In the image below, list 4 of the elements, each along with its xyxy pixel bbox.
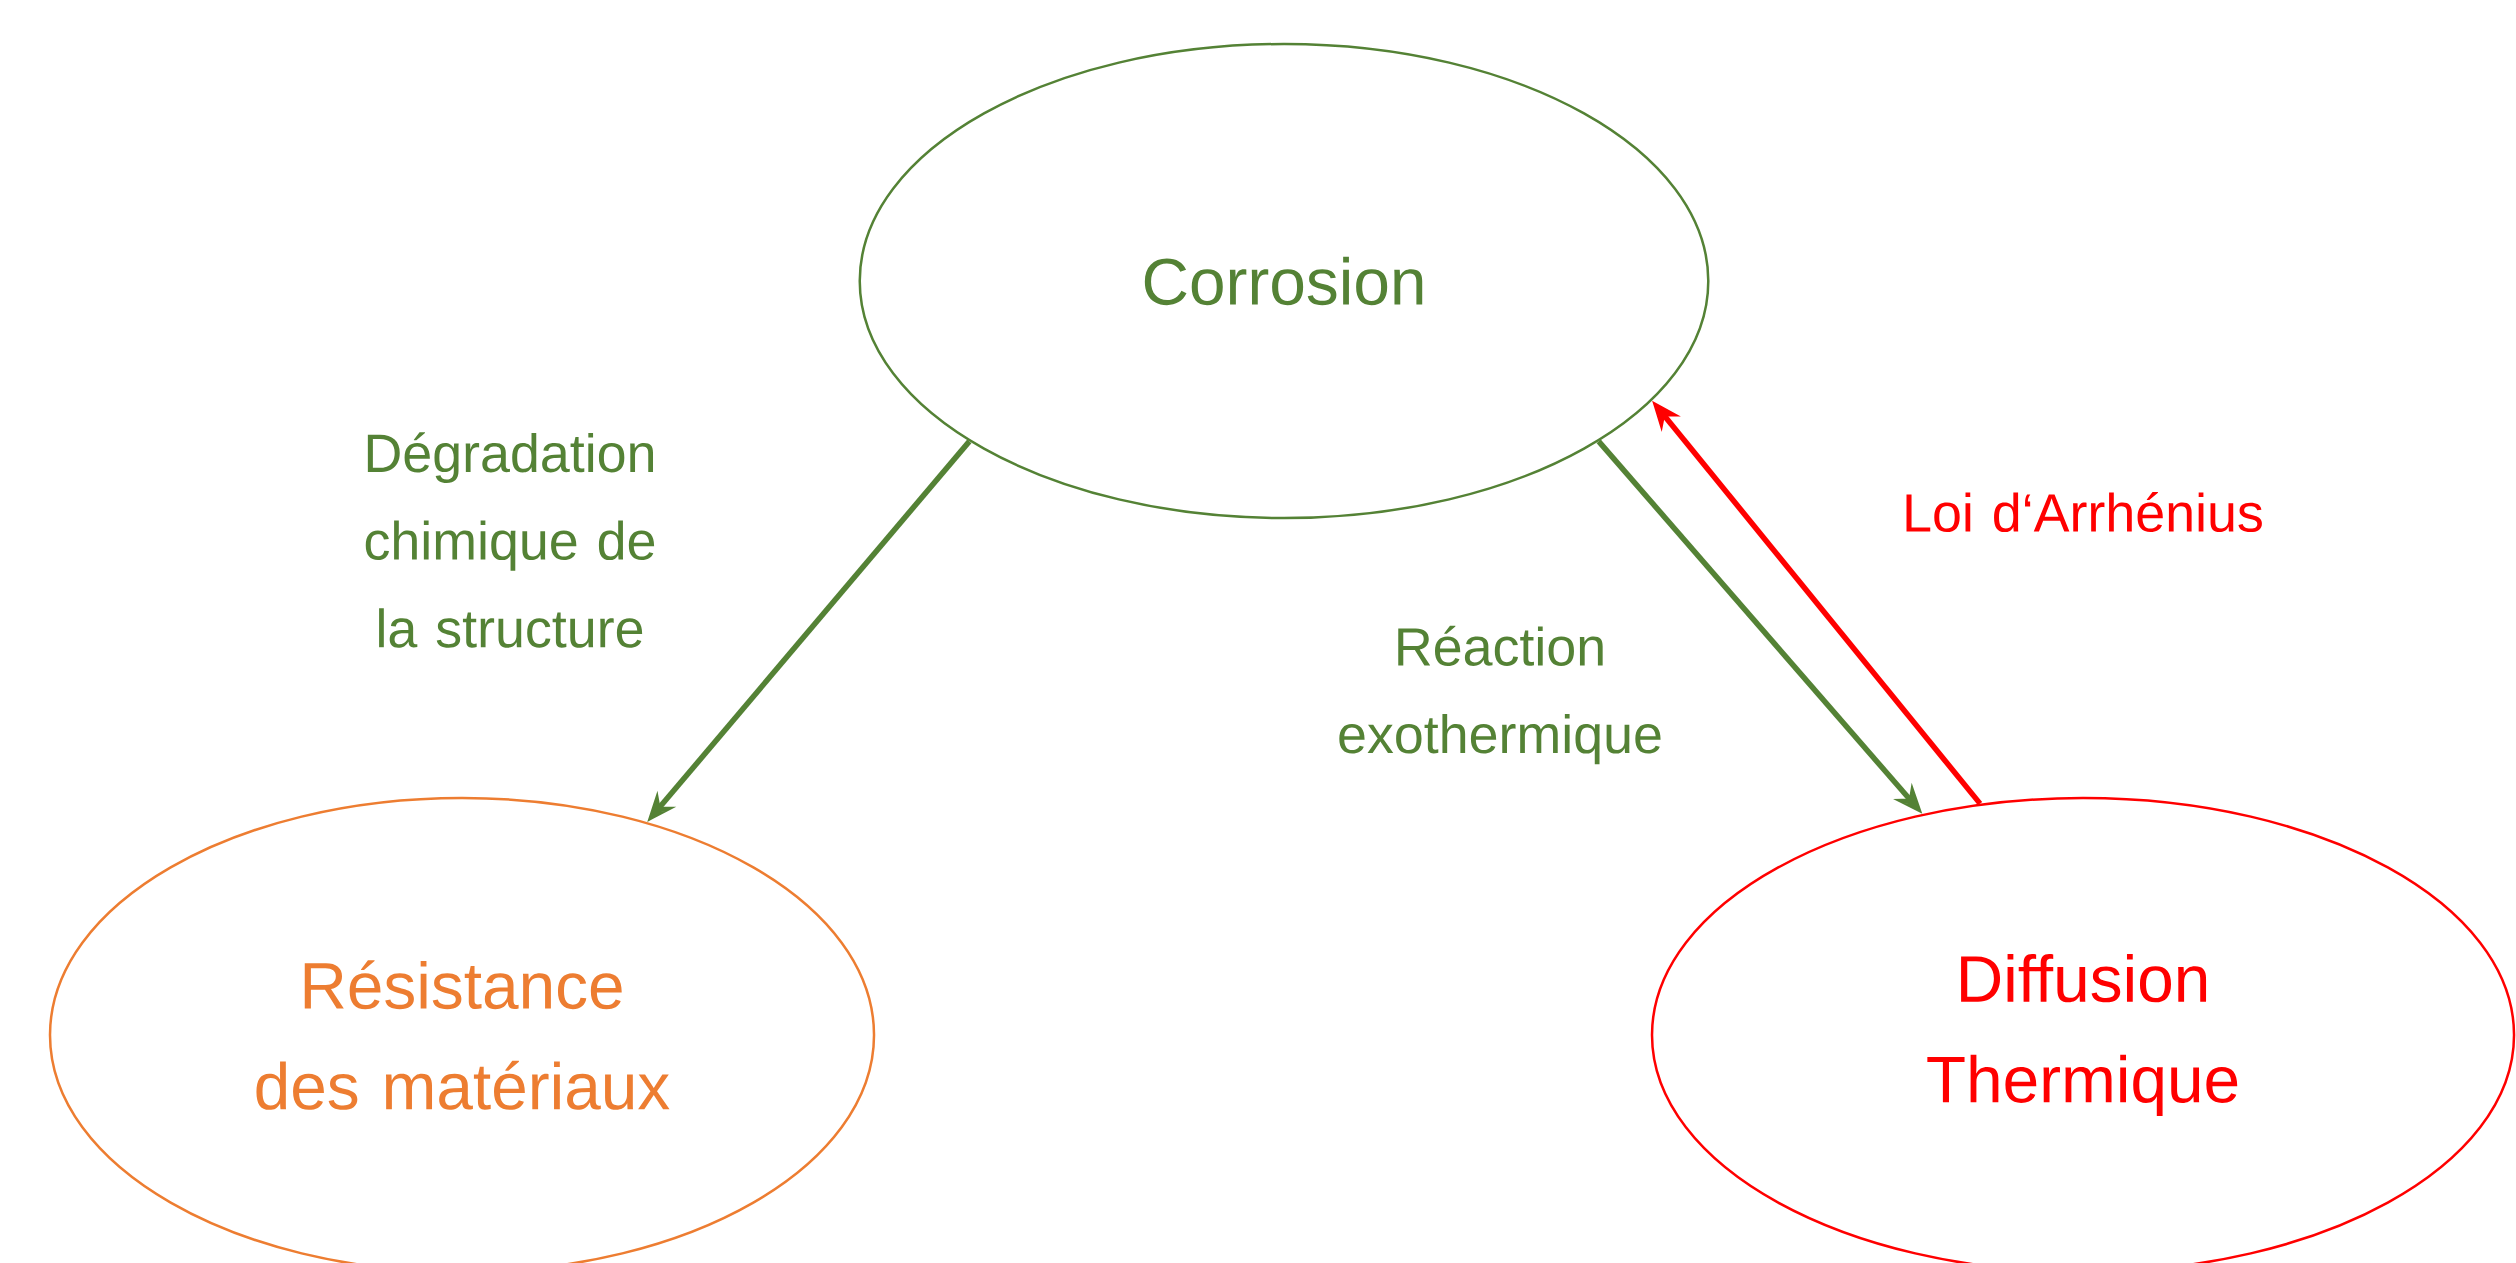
edge-label: Loi d‘Arrhénius: [1906, 491, 2262, 533]
ellipse-node: Corrosion: [858, 42, 1710, 520]
edge-label: Réaction exothermique: [1339, 625, 1661, 765]
edge-label: Dégradation chimique de la structure: [365, 432, 655, 648]
